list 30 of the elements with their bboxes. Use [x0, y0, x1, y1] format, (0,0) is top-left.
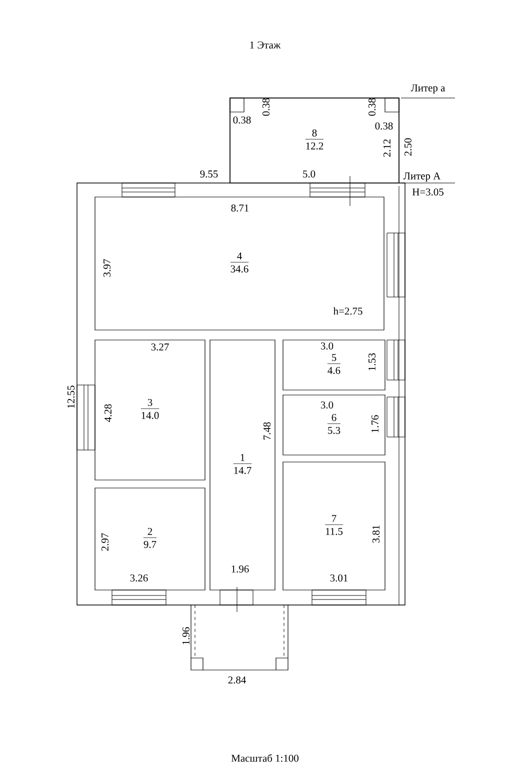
- dimension-label: 2.97: [101, 533, 109, 551]
- scale-label: Масштаб 1:100: [231, 754, 298, 762]
- dimension-label: 2.84: [228, 676, 246, 684]
- dimension-label: 3.27: [151, 343, 169, 351]
- dimension-label: 9.55: [200, 170, 218, 178]
- dimension-label: 0.38: [368, 98, 376, 116]
- dimension-label: 1.96: [232, 565, 249, 573]
- dimension-label: 1.96: [182, 627, 190, 644]
- section-label: Литер А: [403, 172, 441, 182]
- dimension-label: 2.12: [383, 139, 391, 157]
- section-label: Литер а: [410, 84, 446, 94]
- dimension-label: 4.28: [104, 404, 112, 422]
- dimension-label: 1.53: [368, 353, 376, 370]
- dimension-label: 5.0: [303, 170, 316, 178]
- dimension-label: 8.71: [231, 204, 249, 212]
- dimension-label: 3.01: [330, 574, 348, 582]
- dimension-label: 0.38: [233, 116, 251, 124]
- dimension-label: 3.0: [320, 401, 334, 409]
- dimension-label: 3.81: [372, 525, 380, 543]
- dimension-label: 3.97: [103, 259, 111, 277]
- dimension-label: 3.26: [130, 574, 148, 582]
- dimension-label: 1.76: [371, 415, 379, 432]
- dimension-label: 7.48: [263, 422, 271, 440]
- dimension-label: 12.55: [67, 386, 75, 408]
- dimension-label: 0.38: [262, 98, 270, 116]
- height-label: H=3.05: [412, 188, 444, 196]
- dimension-label: 3.0: [320, 342, 334, 350]
- height-label: h=2.75: [333, 307, 362, 315]
- floor-title: 1 Этаж: [250, 42, 281, 49]
- dimension-label: 0.38: [375, 122, 393, 130]
